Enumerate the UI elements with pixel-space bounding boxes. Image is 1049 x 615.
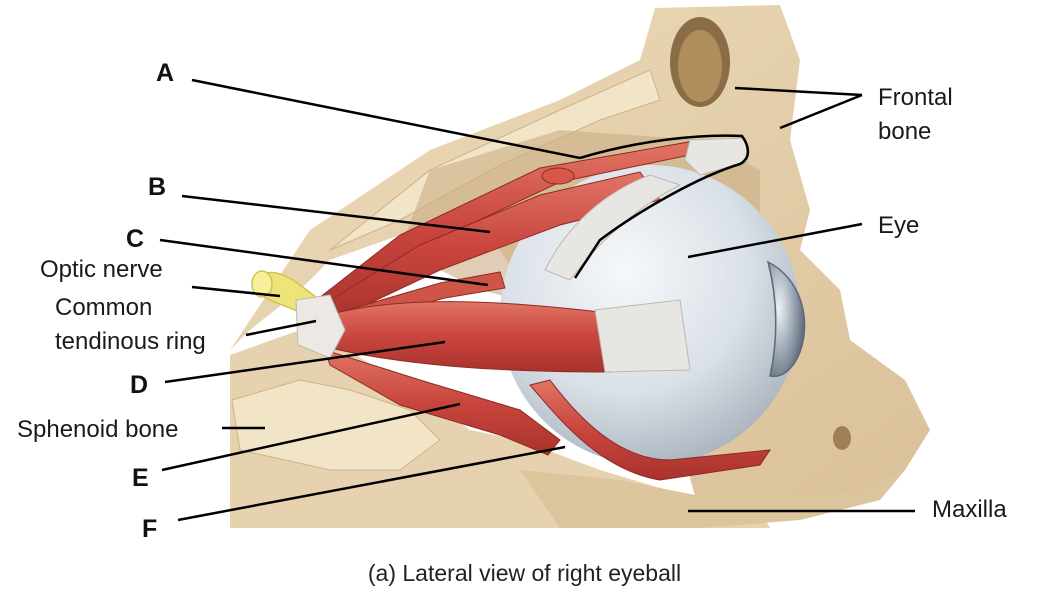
leader-line-f <box>177 445 566 522</box>
leader-line-frontal-bone-1 <box>734 86 863 97</box>
leader-line-d <box>164 340 446 384</box>
maxilla-region <box>520 470 905 528</box>
leader-line-b <box>181 194 491 234</box>
muscle-group <box>295 137 772 481</box>
leader-line-e <box>161 402 461 472</box>
leader-line-frontal-bone-2 <box>779 93 863 130</box>
label-f: F <box>142 515 158 543</box>
label-common-tendinous-ring-1: Common <box>55 294 153 321</box>
leader-line-optic-nerve <box>191 285 281 298</box>
tendon-lateral-rectus <box>594 299 691 373</box>
infraorbital-foramen <box>833 426 851 450</box>
common-tendinous-ring <box>295 294 346 359</box>
label-frontal-bone-1: Frontal <box>878 84 953 111</box>
label-a: A <box>156 59 175 87</box>
muscle-bulge-a <box>541 167 575 185</box>
leader-line-common-tendinous-ring <box>245 319 317 337</box>
leader-lines <box>159 78 915 522</box>
leader-line-eye <box>687 222 863 259</box>
label-frontal-bone-2: bone <box>878 118 932 145</box>
label-sphenoid-bone: Sphenoid bone <box>17 416 179 443</box>
label-b: B <box>148 173 167 201</box>
tendon-superior-rectus <box>544 174 682 281</box>
cornea <box>766 260 806 378</box>
frontal-sinus-inner <box>678 30 722 102</box>
label-d: D <box>130 371 149 399</box>
label-common-tendinous-ring-2: tendinous ring <box>55 328 206 355</box>
leader-line-a <box>191 78 581 160</box>
leader-line-c <box>159 238 489 287</box>
inferior-rectus-muscle <box>324 349 561 456</box>
outline-superior-oblique <box>573 134 750 279</box>
label-maxilla: Maxilla <box>932 496 1007 523</box>
label-e: E <box>132 464 149 492</box>
figure-caption: (a) Lateral view of right eyeball <box>367 560 682 586</box>
label-c: C <box>126 225 145 253</box>
optic-nerve-end <box>251 270 273 298</box>
inferior-oblique-muscle <box>529 379 772 481</box>
cancellous-bone-lower <box>231 379 441 471</box>
label-optic-nerve: Optic nerve <box>40 256 163 283</box>
label-eye: Eye <box>878 212 920 239</box>
